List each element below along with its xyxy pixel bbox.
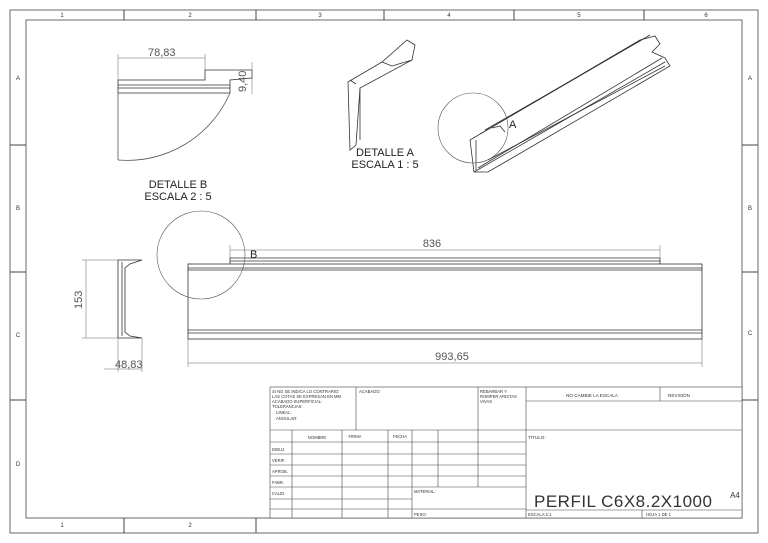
dim-detail-b-height: 9,40 xyxy=(237,71,249,92)
detail-b-view xyxy=(117,54,253,161)
tb-note: LINEAL: xyxy=(276,410,292,415)
tb-no-cambie: NO CAMBIE LA ESCALA xyxy=(566,393,619,398)
detail-b-title: DETALLE B xyxy=(149,179,208,191)
dim-front-total: 993,65 xyxy=(435,351,469,363)
tb-header: FECHA xyxy=(393,434,407,439)
callout-b: B xyxy=(250,249,257,261)
tb-acabado: ACABADO: xyxy=(359,389,381,394)
tb-rebarbar: REBARBAR Y xyxy=(480,389,507,394)
zone-label: C xyxy=(748,331,753,337)
callout-a: A xyxy=(509,119,517,131)
sheet-size: A4 xyxy=(730,491,740,500)
tb-row-label: FABR. xyxy=(272,480,284,485)
tb-titulo: TÍTULO: xyxy=(528,434,546,440)
zone-label: A xyxy=(16,76,20,82)
tb-rebarbar: VIVAS xyxy=(480,399,492,404)
tb-escala: ESCALA:1:1 xyxy=(528,512,552,517)
zone-label: 3 xyxy=(318,13,322,19)
tb-peso: PESO: xyxy=(414,512,427,517)
tb-header: NOMBRE xyxy=(308,435,327,440)
tb-revision: REVISIÓN xyxy=(668,392,690,398)
front-view xyxy=(156,210,703,367)
zone-label: 1 xyxy=(60,523,64,529)
title-block xyxy=(269,386,743,519)
zone-label: D xyxy=(16,462,21,468)
tb-note: ANGULAR: xyxy=(276,416,297,421)
section-view xyxy=(82,259,143,372)
dim-front-top: 836 xyxy=(423,238,441,250)
zone-label: C xyxy=(16,333,21,339)
tb-note: SI NO SE INDICA LO CONTRARIO: xyxy=(272,389,339,394)
zone-label: 2 xyxy=(188,523,192,529)
part-name: PERFIL C6X8.2X1000 xyxy=(534,492,712,511)
zone-label: 4 xyxy=(447,13,451,19)
tb-note: ACABADO SUPERFICIAL: xyxy=(272,399,322,404)
zone-label: 6 xyxy=(704,13,708,19)
tb-rebarbar: ROMPER ARISTAS xyxy=(480,394,517,399)
isometric-view xyxy=(437,34,671,173)
tb-material: MATERIAL: xyxy=(414,489,436,494)
zone-label: B xyxy=(16,206,20,212)
tb-row-label: DIBUJ. xyxy=(272,447,285,452)
detail-a-view xyxy=(347,39,416,151)
tb-row-label: APROB. xyxy=(272,469,288,474)
dim-section-width: 48,83 xyxy=(115,359,143,371)
detail-a-title: DETALLE A xyxy=(356,147,415,159)
dim-detail-b-width: 78,83 xyxy=(148,47,176,59)
zone-label: 2 xyxy=(188,13,192,19)
tb-note: LAS COTAS SE EXPRESAN EN MM xyxy=(272,394,342,399)
zone-label: 1 xyxy=(60,13,64,19)
zone-label: A xyxy=(748,76,752,82)
tb-row-label: VERIF. xyxy=(272,458,285,463)
zone-label: 5 xyxy=(577,13,581,19)
tb-note: TOLERANCIAS: xyxy=(272,404,303,409)
tb-row-label: CALID. xyxy=(272,491,286,496)
tb-hoja: HOJA 1 DE 1 xyxy=(646,512,672,517)
zone-label: B xyxy=(748,206,752,212)
detail-b-scale: ESCALA 2 : 5 xyxy=(144,191,211,203)
tb-header: FIRMA xyxy=(348,434,361,439)
dim-section-height: 153 xyxy=(73,291,85,309)
detail-a-scale: ESCALA 1 : 5 xyxy=(351,159,418,171)
